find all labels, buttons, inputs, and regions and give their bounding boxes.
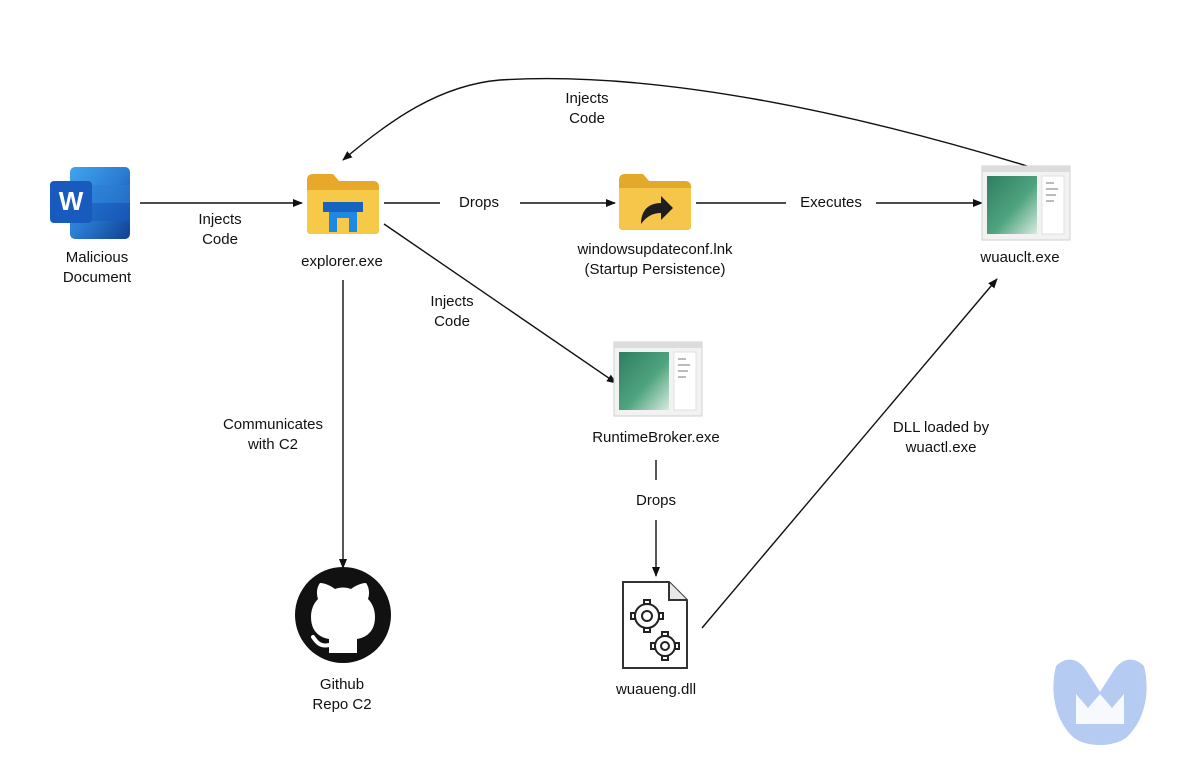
edge-label-explorer-to-runtimebroker: Injects Code — [430, 292, 473, 332]
gear-document-icon — [622, 581, 688, 669]
edge-label-wuauclt-to-explorer: Injects Code — [565, 89, 608, 129]
edge-label-line: Injects — [198, 211, 242, 228]
application-window-icon — [981, 165, 1071, 241]
edge-label-line: Injects — [430, 293, 474, 310]
edge-label-explorer-to-lnk: Drops — [459, 193, 499, 213]
node-label-line: Repo C2 — [312, 696, 372, 713]
node-label-explorer: explorer.exe — [301, 252, 383, 272]
edge-label-line: Code — [569, 110, 605, 127]
file-explorer-icon — [307, 174, 379, 234]
node-label-runtimebroker: RuntimeBroker.exe — [592, 428, 720, 448]
edge-label-line: Code — [434, 313, 470, 330]
node-label-malicious-document: Malicious Document — [63, 248, 131, 288]
wuauclt-label-text: wuauclt.exe — [980, 249, 1060, 266]
edges — [140, 77, 1028, 629]
edge-label-text: Executes — [800, 194, 862, 211]
node-label-lnk: windowsupdateconf.lnk (Startup Persisten… — [577, 240, 732, 280]
edge-label-runtimebroker-to-dll: Drops — [636, 491, 676, 511]
edge-label-explorer-to-github: Communicates with C2 — [218, 415, 328, 455]
runtimebroker-label-text: RuntimeBroker.exe — [592, 429, 720, 446]
node-label-line: Github — [319, 676, 365, 693]
edge-label-line: wuactl.exe — [905, 439, 977, 456]
node-label-line: (Startup Persistence) — [584, 261, 726, 278]
edge-label-dll-to-wuauclt: DLL loaded by wuactl.exe — [893, 418, 989, 458]
github-icon — [295, 567, 391, 663]
runtimebroker-window-icon — [613, 341, 703, 417]
edge-label-text: Drops — [458, 194, 500, 211]
edge-label-line: Communicates — [222, 416, 324, 433]
edge-label-line: Injects — [565, 90, 609, 107]
malwarebytes-logo-icon — [1053, 659, 1147, 745]
node-label-wuauclt: wuauclt.exe — [980, 248, 1059, 268]
edge-label-line: DLL loaded by — [892, 419, 990, 436]
shortcut-folder-icon — [619, 174, 691, 230]
node-label-line: windowsupdateconf.lnk — [577, 241, 733, 258]
edge-explorer-to-runtimebroker — [383, 223, 617, 384]
edge-dll-to-wuauclt — [701, 278, 998, 629]
node-label-line: Malicious — [65, 249, 129, 266]
node-label-line: Document — [62, 269, 132, 286]
node-label-wuaueng: wuaueng.dll — [616, 680, 696, 700]
word-document-icon: W — [50, 167, 130, 239]
edge-label-text: Drops — [635, 492, 677, 509]
explorer-label-text: explorer.exe — [301, 253, 383, 270]
edge-label-line: Code — [202, 231, 238, 248]
wuaueng-label-text: wuaueng.dll — [615, 681, 697, 698]
edge-label-line: with C2 — [247, 436, 299, 453]
edge-wuauclt-to-explorer — [342, 77, 1028, 167]
node-label-github: Github Repo C2 — [312, 675, 371, 715]
edge-label-lnk-to-wuauclt: Executes — [800, 193, 862, 213]
edge-label-doc-to-explorer: Injects Code — [198, 210, 241, 250]
svg-text:W: W — [59, 186, 84, 216]
